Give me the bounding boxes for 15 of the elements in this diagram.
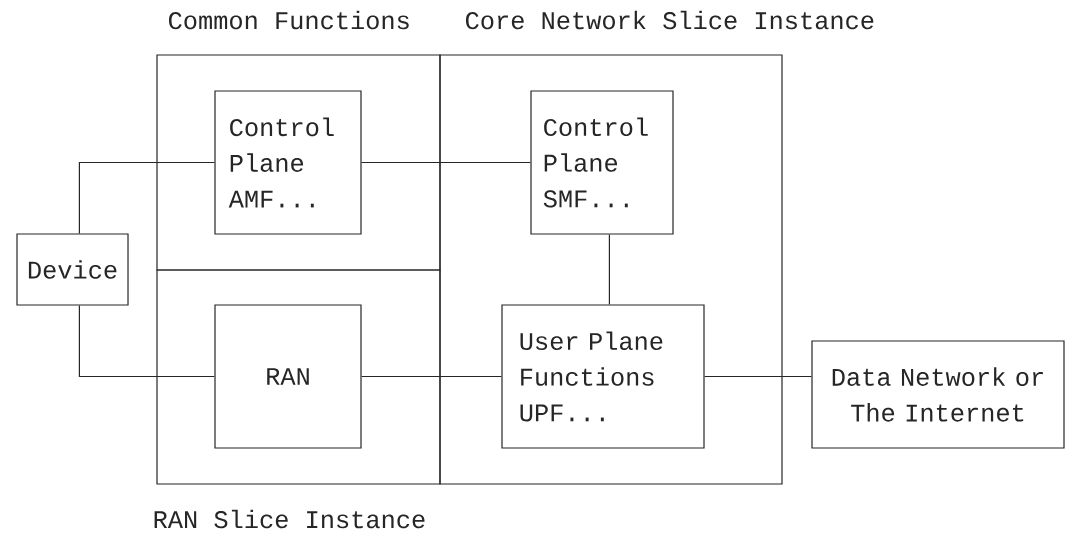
function-box: Control Plane AMF... [214, 90, 362, 235]
connector-line [704, 375, 812, 378]
function-box: User Plane Functions UPF... [501, 304, 705, 449]
node-label: Common Functions [169, 10, 409, 30]
node-label: RAN Slice Instance [154, 509, 425, 529]
function-box: RAN [214, 304, 362, 449]
function-box: Data Network or The Internet [811, 340, 1065, 449]
function-box: Control Plane SMF... [530, 90, 674, 235]
connector-line [608, 234, 610, 305]
connector-line [361, 375, 502, 378]
connector-line [78, 161, 215, 234]
device-box: Device [16, 233, 129, 306]
connector-line [78, 305, 215, 378]
connector-line [361, 161, 531, 164]
node-label: Core Network Slice Instance [466, 10, 874, 30]
